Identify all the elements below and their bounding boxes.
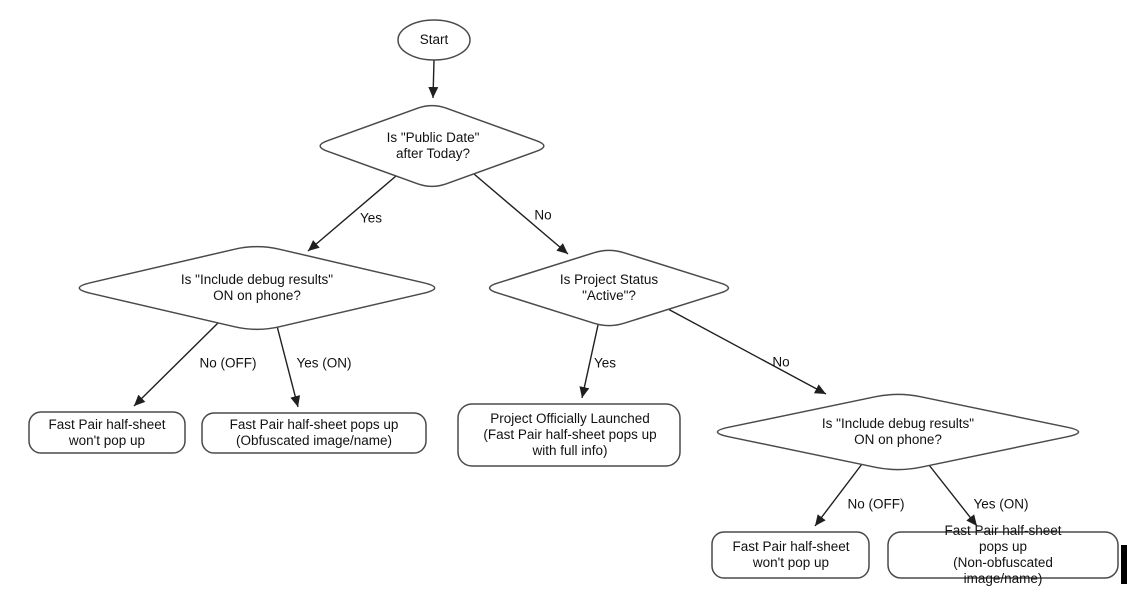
terminal-non-obfuscated-label: Fast Pair half-sheet pops up (Non-obfusc… (944, 523, 1062, 586)
terminal-launched-label: Project Officially Launched (Fast Pair h… (483, 411, 657, 458)
edge-debug-left-yes-on (276, 325, 301, 408)
decision-debug-left-shape (78, 245, 436, 331)
terminal-obfuscated-shape (201, 412, 427, 454)
edge-public-date-yes (307, 175, 397, 252)
edge-label-no-off-left: No (OFF) (199, 355, 257, 371)
edge-label-no-mid: No (772, 354, 790, 370)
edge-label-yes-on-left: Yes (ON) (296, 355, 352, 371)
terminal-no-popup-left-shape (28, 411, 186, 454)
decision-project-status-shape (488, 249, 730, 327)
terminal-obfuscated-label: Fast Pair half-sheet pops up (Obfuscated… (229, 417, 399, 448)
edge-debug-right-no-off (814, 463, 863, 527)
decision-debug-right-label: Is "Include debug results" ON on phone? (821, 416, 975, 447)
terminal-launched-shape (457, 403, 681, 467)
edge-status-yes (579, 324, 599, 399)
edge-status-no (667, 308, 827, 395)
terminal-no-popup-right-label: Fast Pair half-sheet won't pop up (732, 539, 850, 570)
decision-public-date-label: Is "Public Date" after Today? (386, 130, 480, 161)
decision-project-status-label: Is Project Status "Active"? (559, 272, 659, 303)
edge-public-date-no (473, 173, 569, 255)
start-node-label: Start (419, 32, 449, 47)
start-node-shape (397, 19, 471, 61)
edge-start-to-public-date (428, 59, 439, 99)
edge-debug-left-no-off (133, 322, 219, 407)
edge-label-no-off-right: No (OFF) (847, 496, 905, 512)
edge-label-yes-on-right: Yes (ON) (973, 496, 1029, 512)
edge-label-yes-mid: Yes (593, 355, 617, 371)
terminal-no-popup-right-shape (711, 531, 870, 579)
terminal-no-popup-left-label: Fast Pair half-sheet won't pop up (48, 417, 166, 448)
text-cursor (1121, 545, 1127, 584)
decision-debug-right-shape (716, 393, 1080, 471)
decision-debug-left-label: Is "Include debug results" ON on phone? (180, 272, 334, 303)
edge-label-yes-top: Yes (359, 210, 383, 226)
edge-label-no-top: No (534, 207, 552, 223)
edge-debug-right-yes-on (928, 464, 978, 527)
decision-public-date-shape (319, 104, 545, 188)
terminal-non-obfuscated-shape (887, 531, 1119, 579)
